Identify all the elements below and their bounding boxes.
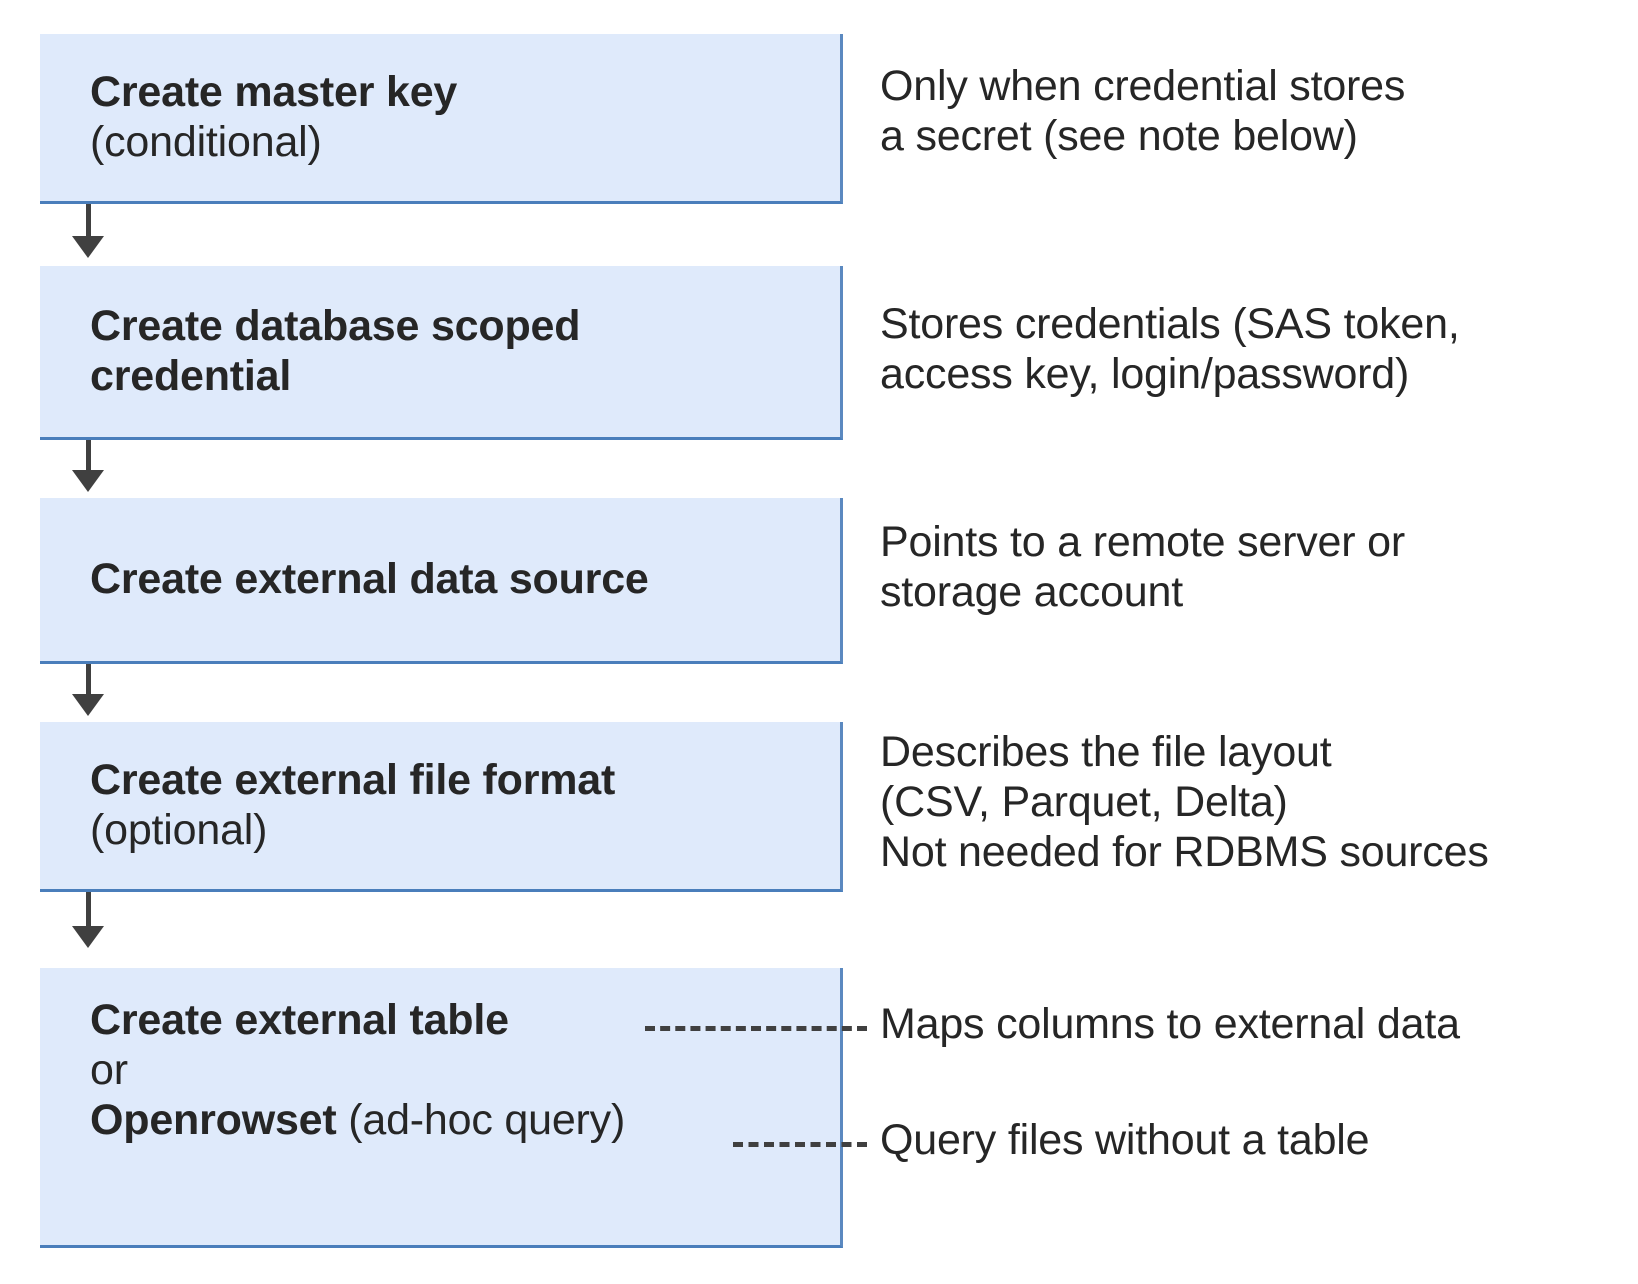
dashed-leader-external-table	[645, 1026, 867, 1031]
note-line: Maps columns to external data	[880, 1000, 1460, 1048]
option-create-external-table: Create external table	[90, 996, 840, 1046]
step-text-create-external-file-format: Create external file format (optional)	[40, 756, 840, 856]
step-title-create-master-key: Create master key	[90, 67, 458, 116]
step-text-create-external-table-or-openrowset: Create external table or Openrowset (ad-…	[40, 968, 840, 1146]
step-text-create-database-scoped-credential: Create database scoped credential	[40, 302, 840, 402]
connector-arrowhead-1	[72, 236, 104, 258]
option-create-external-table-label: Create external table	[90, 996, 509, 1044]
note-create-external-table: Maps columns to external data	[880, 1000, 1460, 1050]
step-title-create-external-data-source: Create external data source	[90, 554, 649, 603]
step-subtitle-create-master-key: (conditional)	[90, 117, 322, 166]
note-line: access key, login/password)	[880, 349, 1410, 398]
connector-arrowhead-3	[72, 694, 104, 716]
note-line: Not needed for RDBMS sources	[880, 827, 1489, 876]
option-separator-or: or	[90, 1045, 128, 1094]
connector-arrowhead-4	[72, 926, 104, 948]
note-line: Query files without a table	[880, 1116, 1370, 1164]
step-box-create-master-key[interactable]: Create master key (conditional)	[40, 34, 843, 204]
note-line: storage account	[880, 567, 1183, 616]
note-line: Only when credential stores	[880, 62, 1406, 110]
step-text-create-external-data-source: Create external data source	[40, 555, 840, 605]
connector-arrowhead-2	[72, 470, 104, 492]
step-title-line-2: credential	[90, 351, 292, 400]
step-text-create-master-key: Create master key (conditional)	[40, 68, 840, 168]
step-subtitle-create-external-file-format: (optional)	[90, 805, 268, 854]
step-title-create-external-file-format: Create external file format	[90, 755, 616, 804]
option-openrowset-label: Openrowset	[90, 1095, 337, 1144]
note-openrowset: Query files without a table	[880, 1116, 1370, 1166]
step-box-create-database-scoped-credential[interactable]: Create database scoped credential	[40, 266, 843, 440]
note-create-external-data-source: Points to a remote server or storage acc…	[880, 518, 1405, 618]
connector-arrow-1	[86, 204, 91, 244]
step-box-create-external-data-source[interactable]: Create external data source	[40, 498, 843, 664]
note-create-external-file-format: Describes the file layout (CSV, Parquet,…	[880, 728, 1489, 878]
option-openrowset: Openrowset (ad-hoc query)	[90, 1096, 840, 1146]
step-box-create-external-file-format[interactable]: Create external file format (optional)	[40, 722, 843, 892]
note-line: Points to a remote server or	[880, 518, 1405, 566]
note-line: a secret (see note below)	[880, 111, 1358, 160]
note-line: Stores credentials (SAS token,	[880, 300, 1460, 348]
connector-arrow-4	[86, 892, 91, 934]
connector-arrow-2	[86, 440, 91, 478]
note-line: Describes the file layout	[880, 728, 1332, 776]
note-create-database-scoped-credential: Stores credentials (SAS token, access ke…	[880, 300, 1460, 400]
note-line: (CSV, Parquet, Delta)	[880, 777, 1288, 826]
step-box-create-external-table-or-openrowset[interactable]: Create external table or Openrowset (ad-…	[40, 968, 843, 1248]
note-create-master-key: Only when credential stores a secret (se…	[880, 62, 1405, 162]
step-title-line-1: Create database scoped	[90, 301, 581, 350]
dashed-leader-openrowset	[733, 1142, 867, 1147]
option-openrowset-qualifier: (ad-hoc query)	[336, 1095, 626, 1144]
connector-arrow-3	[86, 664, 91, 702]
